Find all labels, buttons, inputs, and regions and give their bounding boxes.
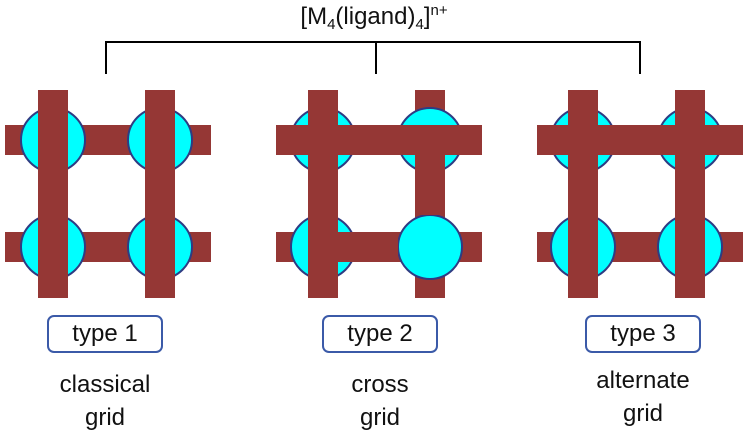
ligand-vertical-left — [38, 90, 68, 298]
type-label-2-text: type 2 — [347, 320, 413, 347]
grid-type-2 — [276, 90, 482, 298]
type-label-2: type 2 — [322, 315, 438, 353]
ligand-vertical-right — [145, 90, 175, 298]
caption-3-line-2: grid — [622, 400, 664, 427]
ligand-vertical-left — [568, 90, 598, 298]
grid-type-3 — [537, 90, 743, 298]
caption-grid-3: alternate grid — [563, 364, 723, 430]
ligand-vertical-right — [675, 90, 705, 298]
caption-1-line-1: classical — [59, 371, 151, 398]
type-label-3: type 3 — [585, 315, 701, 353]
grid-type-1 — [5, 90, 211, 298]
ligand-vertical-left — [308, 90, 338, 298]
formula-ligand: (ligand) — [335, 3, 416, 30]
ligand-horizontal-top — [537, 125, 743, 155]
formula-close-bracket: ] — [423, 3, 431, 30]
group-bracket — [105, 41, 641, 74]
caption-grid-1: classical grid — [25, 368, 185, 434]
ligand-vertical-right-over-top — [415, 155, 445, 215]
caption-2-line-1: cross — [351, 371, 409, 398]
type-label-1: type 1 — [47, 315, 163, 353]
type-label-3-text: type 3 — [610, 320, 676, 347]
ligand-horizontal-top — [276, 125, 482, 155]
metal-ion — [397, 214, 463, 280]
formula-metal-subscript: 4 — [327, 16, 336, 33]
complex-formula: [M4(ligand)4]n+ — [0, 2, 748, 33]
caption-grid-2: cross grid — [300, 368, 460, 434]
formula-ligand-subscript: 4 — [415, 16, 424, 33]
caption-1-line-2: grid — [84, 404, 126, 431]
caption-2-line-2: grid — [359, 404, 401, 431]
ligand-horizontal-bottom-over-left — [338, 232, 398, 262]
caption-3-line-1: alternate — [596, 367, 690, 394]
type-label-1-text: type 1 — [72, 320, 138, 347]
formula-charge: n+ — [430, 2, 448, 19]
formula-open-bracket: [M — [300, 3, 328, 30]
